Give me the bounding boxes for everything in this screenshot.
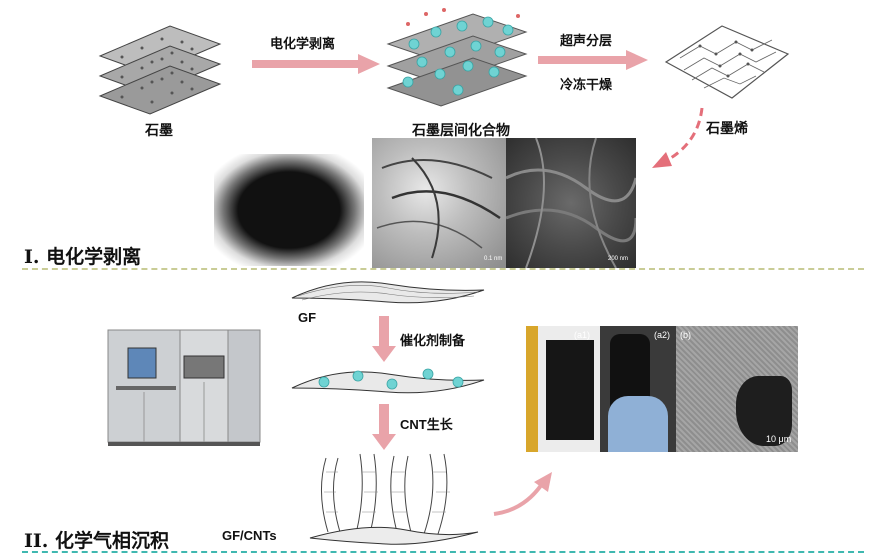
catalyst-foam-illustration: [291, 368, 485, 394]
graphene-powder-photo: [214, 154, 364, 266]
intercalation-compound-illustration: [386, 8, 528, 107]
section2-title: II. 化学气相沉积: [24, 530, 170, 552]
cvd-machine-photo: [107, 329, 261, 446]
graphene-sheet-illustration: [664, 25, 790, 99]
graphite-layers-illustration: [98, 25, 222, 115]
gf-cnts-illustration: [309, 453, 479, 545]
section1-title: I. 电化学剥离: [24, 246, 142, 268]
gf-label: GF: [298, 310, 317, 325]
panel-b-tag: (b): [680, 330, 691, 340]
cnt-growth-arrow: [372, 404, 396, 450]
freeze-drying-label: 冷冻干燥: [560, 78, 613, 93]
graphite-label: 石墨: [145, 123, 173, 139]
catalyst-preparation-label: 催化剂制备: [400, 334, 466, 349]
graphene-label: 石墨烯: [706, 121, 748, 137]
graphene-foam-illustration: [291, 281, 485, 304]
electrochemical-exfoliation-label: 电化学剥离: [270, 37, 336, 52]
section-divider-bottom: [22, 551, 864, 553]
tem-scale-bar: 0.1 nm: [484, 256, 503, 262]
panel-b-scale: 10 μm: [766, 434, 792, 444]
sem-image-b: (b) 10 μm: [676, 326, 798, 452]
electrochemical-exfoliation-arrow: [252, 54, 380, 74]
intercalation-compound-label: 石墨层间化合物: [412, 123, 510, 139]
catalyst-step-arrow: [372, 316, 396, 362]
sample-photo-a1: (a1): [526, 326, 600, 452]
ultrasonic-separation-label: 超声分层: [560, 34, 613, 49]
sem-image: 200 nm: [506, 138, 636, 268]
graphite-layer-bottom: [98, 65, 222, 115]
result-curved-arrow: [493, 472, 552, 516]
sem-scale-bar: 200 nm: [608, 256, 629, 262]
section-divider-top: [22, 268, 864, 270]
sample-photo-a2: (a2): [600, 326, 676, 452]
cnt-growth-label: CNT生长: [400, 417, 453, 432]
gf-cnts-label: GF/CNTs: [222, 528, 277, 543]
ultrasonic-freeze-dry-arrow: [538, 50, 648, 70]
panel-a1-tag: (a1): [574, 330, 591, 340]
tem-image: 0.1 nm: [372, 138, 506, 268]
panel-a2-tag: (a2): [654, 330, 671, 340]
dashed-return-arrow: [652, 107, 704, 168]
